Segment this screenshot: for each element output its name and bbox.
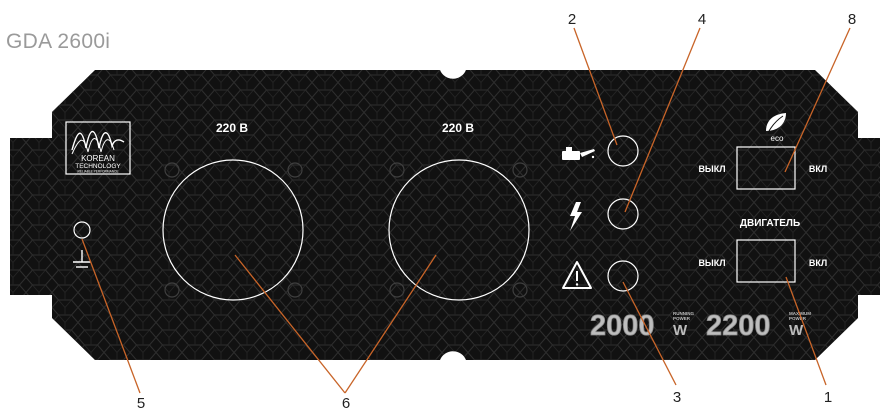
socket-label-right: 220 В — [442, 121, 474, 135]
callout-1: 1 — [824, 389, 832, 406]
eco-switch — [736, 146, 796, 190]
ground-icon — [73, 250, 91, 268]
callout-3: 3 — [673, 389, 681, 406]
socket-left-ring — [162, 159, 304, 301]
leader-line-6b — [344, 254, 437, 394]
leaf-icon — [766, 113, 786, 134]
korean-technology-logo: KOREAN TECHNOLOGY RELIABLE PERFORMANCE — [65, 121, 131, 175]
ground-terminal — [73, 221, 91, 239]
engine-switch-on-label: ВКЛ — [809, 258, 827, 268]
leader-line-1 — [785, 276, 827, 386]
output-indicator — [607, 198, 639, 230]
callout-2: 2 — [568, 11, 576, 28]
callout-8: 8 — [848, 11, 856, 28]
oil-can-icon — [562, 147, 595, 160]
callout-6: 6 — [342, 395, 350, 410]
engine-switch-off-label: ВЫКЛ — [698, 258, 725, 268]
leader-line-8 — [784, 27, 851, 173]
leader-line-4 — [624, 27, 701, 213]
callout-5: 5 — [137, 395, 145, 410]
running-power-caption-1: RUNNING — [673, 311, 694, 316]
engine-switch — [736, 239, 796, 283]
eco-switch-off-label: ВЫКЛ — [698, 164, 725, 174]
eco-label: eco — [771, 134, 784, 143]
running-power-unit: W — [673, 322, 688, 339]
leader-line-6a — [234, 254, 346, 394]
leader-line-3 — [622, 281, 677, 386]
leader-lines — [81, 27, 851, 394]
socket-left — [164, 162, 303, 298]
running-power-value: 2000 — [590, 310, 655, 342]
eco-switch-on-label: ВКЛ — [809, 164, 827, 174]
logo-line-1: KOREAN — [81, 154, 115, 163]
leader-line-2 — [573, 27, 618, 146]
max-power-value: 2200 — [706, 310, 771, 342]
warning-icon — [562, 261, 592, 289]
running-power-caption-2: POWER — [673, 316, 691, 321]
running-power: 2000 W RUNNING POWER — [590, 310, 695, 343]
max-power-caption-2: POWER — [789, 316, 807, 321]
socket-label-left: 220 В — [216, 121, 248, 135]
socket-right — [389, 162, 528, 298]
max-power: 2200 W MAXIMUM POWER — [706, 310, 812, 343]
leader-line-5 — [81, 238, 141, 394]
logo-tagline: RELIABLE PERFORMANCE — [78, 170, 119, 174]
oil-indicator — [607, 135, 639, 167]
callout-4: 4 — [698, 11, 706, 28]
overload-indicator — [607, 260, 639, 292]
model-title: GDA 2600i — [6, 30, 111, 53]
engine-label: ДВИГАТЕЛЬ — [740, 218, 800, 229]
max-power-unit: W — [789, 322, 804, 339]
lightning-icon — [570, 202, 582, 231]
socket-right-ring — [388, 159, 530, 301]
logo-line-2: TECHNOLOGY — [75, 163, 121, 170]
